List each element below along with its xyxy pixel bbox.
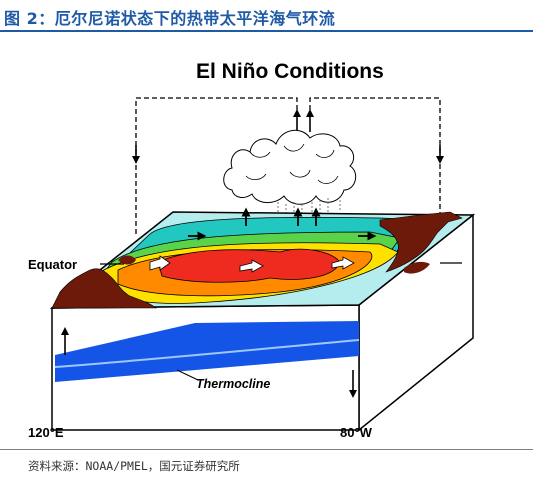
thermocline-label: Thermocline [196,377,270,391]
surface-current-arrows [149,255,355,273]
land-east [379,211,463,273]
figure-title: 图 2：厄尔尼诺状态下的热带太平洋海气环流 [4,9,336,28]
land-west [51,268,157,309]
source-rule [0,449,533,450]
west-longitude-label: 120°E [28,425,64,440]
source-note: 资料来源：NOAA/PMEL，国元证券研究所 [28,459,240,473]
thermocline-line [54,339,360,368]
title-rule [0,30,533,32]
land-east-south [404,261,430,274]
circulation-arrows [132,109,444,164]
equator-label: Equator [28,257,77,272]
walker-circulation [135,97,441,235]
east-longitude-label: 80°W [340,425,373,440]
deep-cold-water [55,321,359,382]
land-west-island [118,255,136,265]
convection-cloud-icon [223,129,357,205]
wind-arrows [188,207,377,241]
diagram-heading: El Niño Conditions [196,60,384,83]
thermocline-pointer [176,369,199,381]
el-nino-diagram: El Niño Conditions [28,60,476,440]
